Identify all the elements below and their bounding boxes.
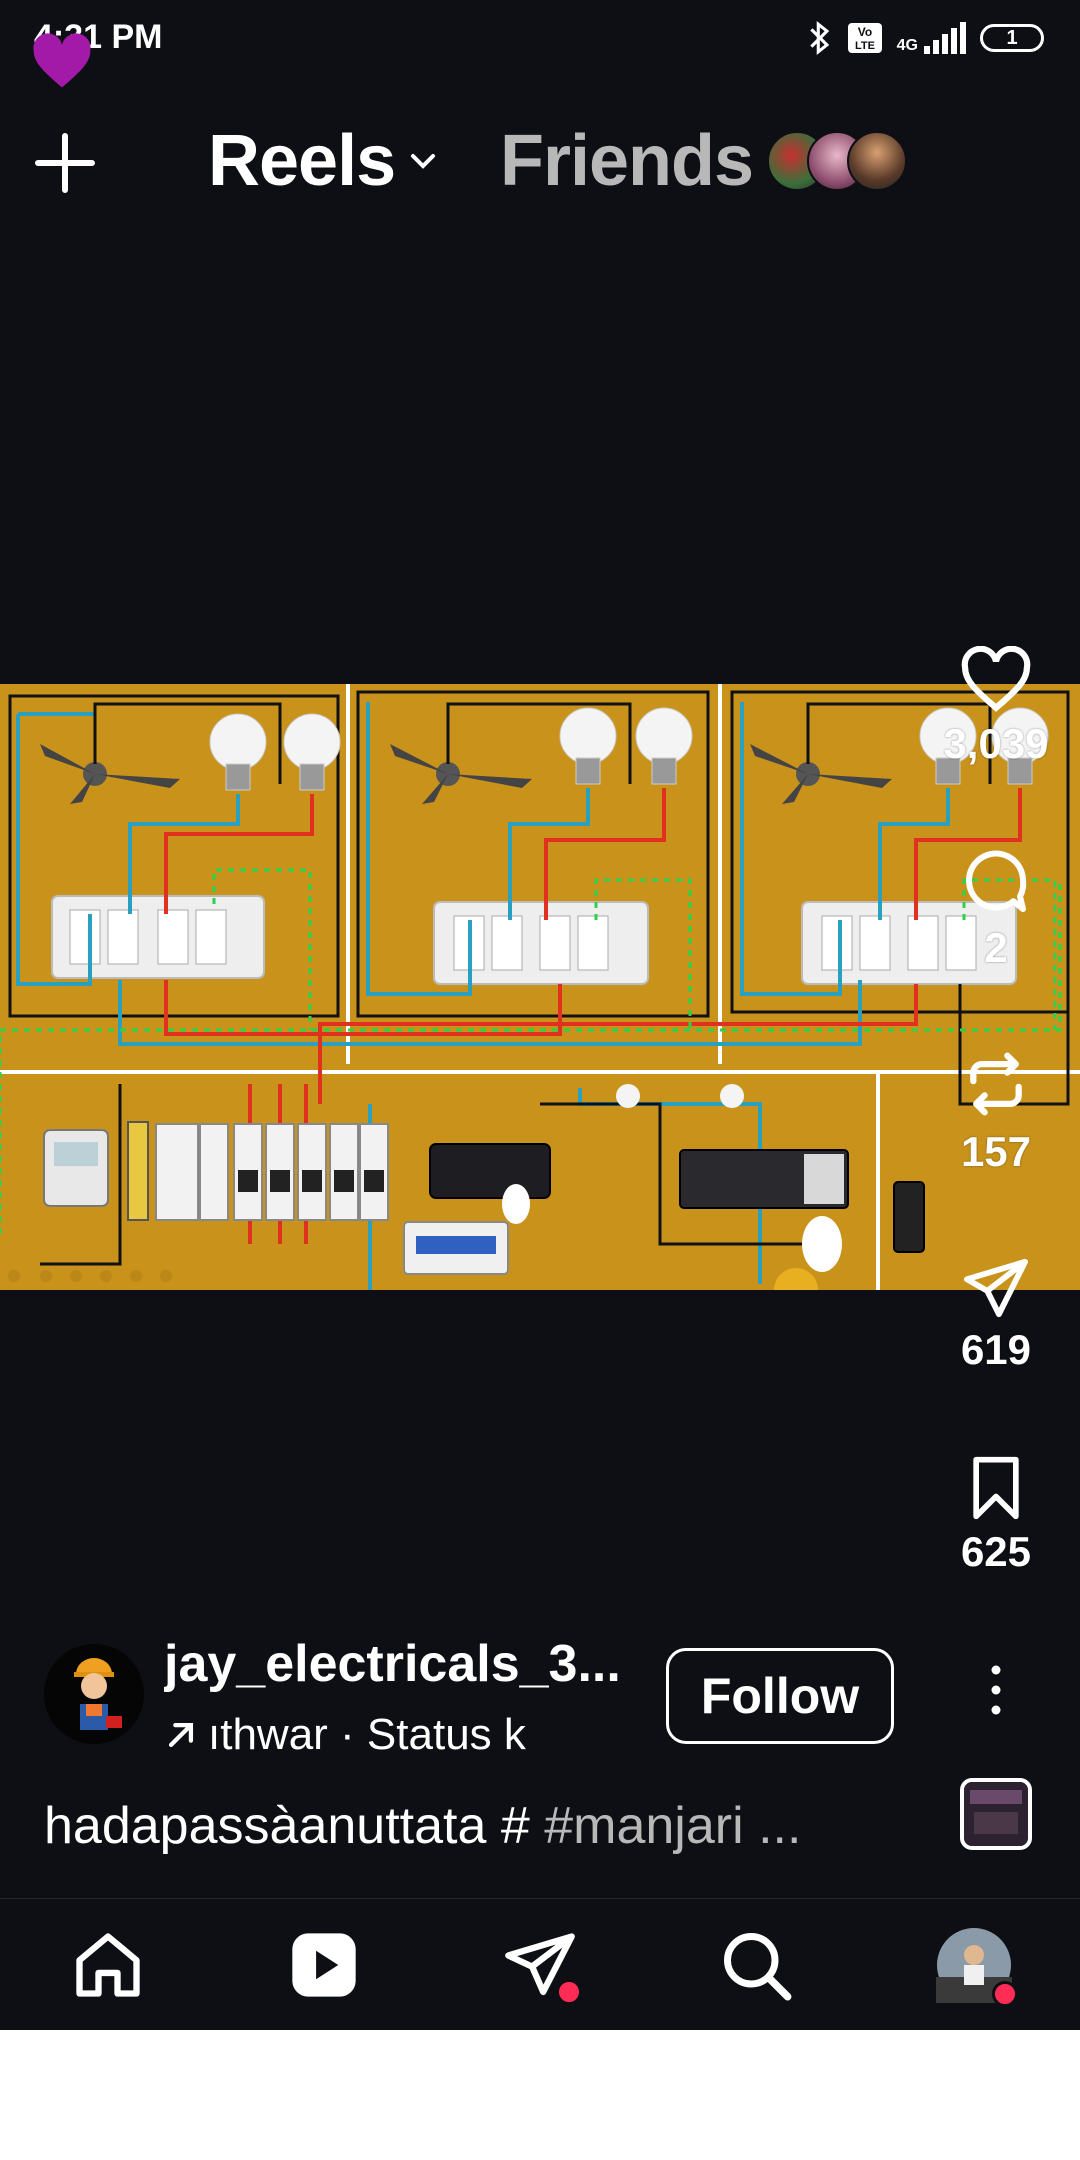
battery-icon: 1 xyxy=(980,24,1044,52)
save-button[interactable]: 625 xyxy=(936,1454,1056,1576)
inverter-icon xyxy=(429,1143,551,1199)
status-icons: Vo LTE 4G 1 xyxy=(807,16,1044,60)
bluetooth-icon xyxy=(809,20,829,56)
fan-icon xyxy=(390,724,532,804)
bottom-nav xyxy=(0,1898,1080,2031)
repost-button[interactable]: 157 xyxy=(936,1046,1056,1176)
follow-button[interactable]: Follow xyxy=(666,1648,894,1744)
author-avatar[interactable] xyxy=(44,1644,144,1744)
author-username[interactable]: jay_electricals_3... xyxy=(164,1635,621,1693)
share-count: 619 xyxy=(960,1326,1032,1373)
svg-text:Vo: Vo xyxy=(857,25,871,39)
fan-icon xyxy=(40,724,180,804)
notification-dot xyxy=(556,1979,582,2005)
audio-cover-icon xyxy=(964,1782,1028,1846)
friends-label: Friends xyxy=(500,121,754,201)
comment-button[interactable]: 2 xyxy=(936,846,1056,972)
caption[interactable]: hadapassàanuttata # #manjari ... xyxy=(44,1796,801,1856)
signal-icon xyxy=(924,22,966,54)
comment-icon xyxy=(966,850,1027,912)
add-icon[interactable] xyxy=(34,132,96,194)
wiring-diagram-image xyxy=(0,684,1080,1290)
heart-badge-icon xyxy=(33,33,91,88)
share-button[interactable]: 619 xyxy=(936,1256,1056,1374)
search-icon[interactable] xyxy=(718,1927,794,2003)
repost-icon xyxy=(970,1052,1022,1116)
more-options-icon[interactable] xyxy=(976,1660,1016,1720)
network-label: 4G xyxy=(896,37,918,54)
chevron-down-icon xyxy=(411,154,436,169)
reels-label: Reels xyxy=(208,121,396,201)
bookmark-icon xyxy=(973,1456,1019,1520)
reels-icon[interactable] xyxy=(286,1927,362,2003)
heart-icon xyxy=(961,646,1031,712)
friend-avatars xyxy=(767,131,908,191)
signal-indicator: 4G xyxy=(897,22,966,54)
status-bar: 4:31 PM Vo LTE 4G 1 xyxy=(0,0,1080,88)
electrician-avatar-icon xyxy=(44,1644,144,1744)
audio-info[interactable]: ıthwar · Status k xyxy=(164,1710,574,1760)
like-count: 3,039 xyxy=(943,720,1049,767)
tab-friends[interactable]: Friends xyxy=(500,120,908,202)
profile-button[interactable] xyxy=(936,1927,1018,2007)
volte-icon: Vo LTE xyxy=(847,23,882,53)
reel-video[interactable] xyxy=(0,684,1080,1290)
comment-count: 2 xyxy=(984,924,1008,971)
like-button[interactable]: 3,039 xyxy=(936,646,1056,768)
meter-icon xyxy=(43,1129,109,1207)
fan-icon xyxy=(750,724,892,804)
direct-messages-button[interactable] xyxy=(502,1927,582,2005)
tab-reels[interactable]: Reels xyxy=(208,120,439,202)
svg-text:LTE: LTE xyxy=(855,40,875,52)
home-icon[interactable] xyxy=(70,1927,146,2003)
audio-thumbnail[interactable] xyxy=(960,1778,1032,1850)
direct-icon xyxy=(505,1933,575,1996)
caption-hashtag: #manjari ... xyxy=(544,1797,802,1855)
system-nav-area xyxy=(0,2030,1080,2160)
send-icon xyxy=(964,1258,1028,1318)
arrow-up-right-icon xyxy=(168,1722,194,1748)
audio-text: ıthwar · Status k xyxy=(208,1710,526,1759)
caption-text: hadapassàanuttata # xyxy=(44,1797,545,1855)
friend-avatar xyxy=(847,131,908,191)
save-count: 625 xyxy=(960,1528,1032,1575)
notification-dot xyxy=(992,1981,1018,2007)
battery-level: 1 xyxy=(1006,26,1018,49)
repost-count: 157 xyxy=(960,1128,1032,1175)
